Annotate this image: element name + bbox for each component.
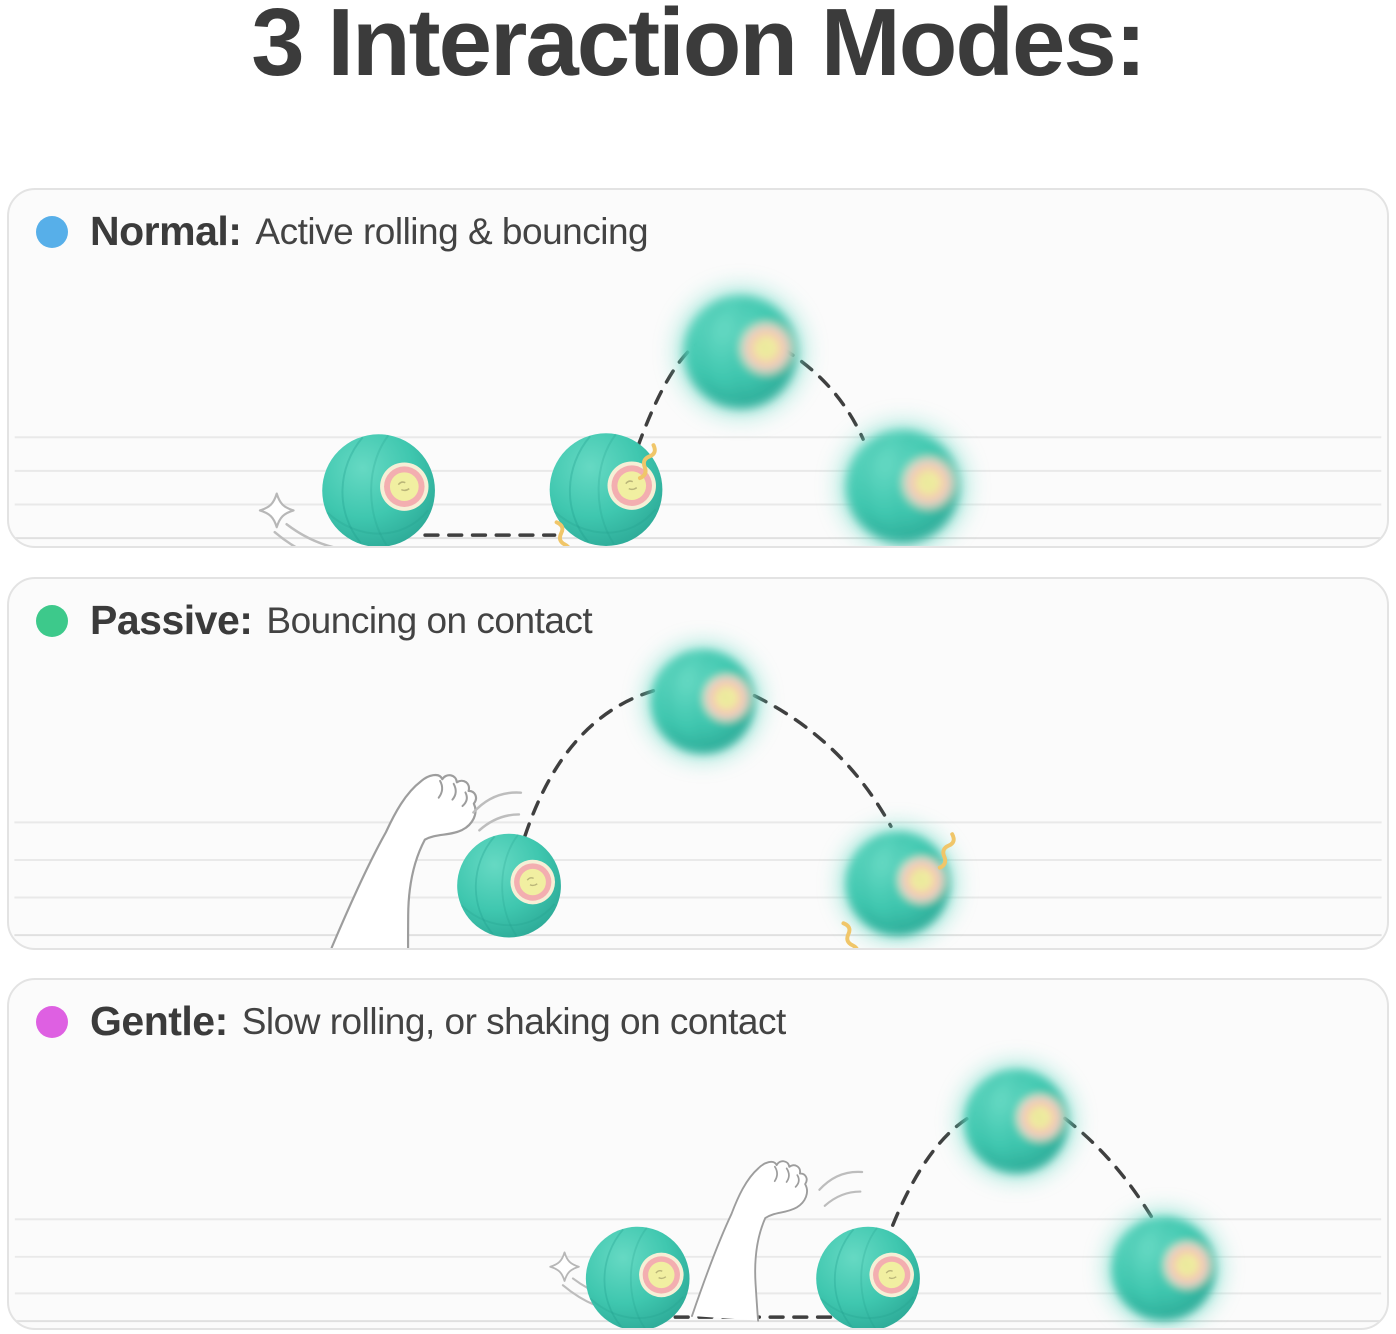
passive-mode-label: Passive: bbox=[90, 597, 253, 643]
passive-mode-description: Bouncing on contact bbox=[266, 599, 593, 641]
ball-bounce-land bbox=[837, 421, 968, 546]
mode-card-gentle: Gentle: Slow rolling, or shaking on cont… bbox=[7, 978, 1389, 1330]
trajectory-arc-up bbox=[891, 1107, 988, 1227]
gentle-mode-description: Slow rolling, or shaking on contact bbox=[241, 1000, 786, 1042]
cat-paw-icon bbox=[691, 1154, 810, 1325]
trajectory-arc-up bbox=[635, 339, 703, 449]
floor-lines bbox=[14, 821, 1382, 937]
floor-lines bbox=[14, 436, 1382, 540]
gentle-mode-dot bbox=[36, 1005, 68, 1038]
normal-mode-label: Normal: bbox=[90, 208, 242, 254]
mode-card-normal: Normal: Active rolling & bouncing bbox=[7, 188, 1389, 548]
trajectory-arc-down bbox=[752, 694, 893, 829]
ball-rolling bbox=[584, 1225, 691, 1328]
cat-paw-icon bbox=[330, 761, 482, 948]
paw-motion-lines bbox=[472, 791, 523, 832]
passive-mode-illustration bbox=[14, 579, 1382, 948]
normal-mode-description: Active rolling & bouncing bbox=[255, 210, 649, 252]
ball-bounce-apex bbox=[956, 1061, 1076, 1181]
mode-header-passive: Passive: Bouncing on contact bbox=[36, 597, 593, 644]
mode-header-gentle: Gentle: Slow rolling, or shaking on cont… bbox=[36, 998, 786, 1045]
ball-bounce-apex bbox=[643, 642, 763, 762]
ball-bounce-land bbox=[1104, 1209, 1224, 1328]
gentle-mode-illustration bbox=[14, 980, 1382, 1328]
ball-bounce-land bbox=[838, 824, 958, 944]
ball-rolling bbox=[321, 433, 436, 546]
trajectory-arc-down bbox=[1063, 1116, 1154, 1220]
mode-card-passive: Passive: Bouncing on contact bbox=[7, 577, 1389, 950]
page-title: 3 Interaction Modes: bbox=[251, 0, 1146, 96]
mode-header-normal: Normal: Active rolling & bouncing bbox=[36, 208, 649, 255]
ball-touched bbox=[456, 832, 562, 939]
normal-mode-dot bbox=[36, 215, 68, 248]
trajectory-arc-up bbox=[523, 689, 656, 838]
passive-mode-dot bbox=[36, 604, 68, 637]
ball-bounce-apex bbox=[675, 287, 806, 418]
normal-mode-illustration bbox=[14, 190, 1382, 546]
paw-motion-lines bbox=[818, 1170, 864, 1207]
ball-bounce-start bbox=[548, 432, 664, 546]
ball-touched bbox=[815, 1225, 921, 1328]
gentle-mode-label: Gentle: bbox=[90, 998, 228, 1044]
